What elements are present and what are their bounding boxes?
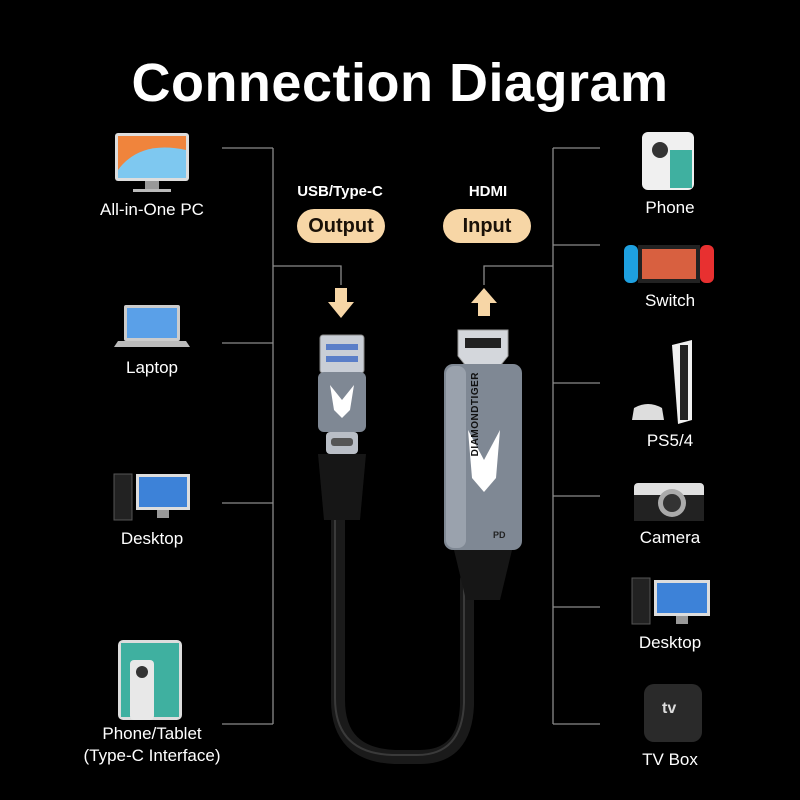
label-laptop: Laptop [126, 358, 178, 377]
label-phone: Phone [645, 198, 695, 217]
phone-tablet-icon [118, 640, 182, 720]
cable [331, 513, 474, 764]
tv-box-icon [644, 684, 702, 742]
input-pill: Input [443, 209, 531, 243]
input-port-type: HDMI [468, 183, 508, 200]
page-title: Connection Diagram [131, 53, 669, 113]
switch-icon [624, 245, 714, 283]
usb-a-plug [319, 334, 365, 374]
arrows [328, 288, 497, 318]
desktop-icon-right [631, 577, 710, 625]
down-arrow-icon [328, 288, 354, 318]
label-type-c-interface: (Type-C Interface) [83, 746, 221, 765]
right-to-input-line [483, 265, 553, 285]
desktop-icon-left [113, 473, 190, 521]
output-port-type: USB/Type-C [297, 183, 383, 200]
output-pill: Output [297, 209, 385, 243]
label-switch: Switch [644, 291, 696, 310]
label-camera: Camera [639, 528, 701, 547]
device-brand: DIAMONDTIGER [470, 372, 481, 457]
pd-mark: PD [493, 530, 506, 540]
label-ps: PS5/4 [646, 431, 694, 450]
label-desktop-left: Desktop [120, 529, 184, 548]
tv-logo: tv [662, 700, 677, 717]
adapter-device [318, 329, 522, 764]
laptop-icon [114, 305, 190, 347]
all-in-one-pc-icon [115, 133, 189, 192]
label-all-in-one-pc: All-in-One PC [100, 200, 204, 219]
label-desktop-right: Desktop [638, 633, 702, 652]
label-tv-box: TV Box [642, 750, 698, 769]
camera-icon [634, 483, 704, 521]
up-arrow-icon [471, 288, 497, 316]
phone-icon [642, 132, 694, 190]
left-to-output-line [273, 265, 342, 285]
ps5-icon [632, 340, 692, 424]
label-phone-tablet: Phone/Tablet [102, 724, 202, 743]
